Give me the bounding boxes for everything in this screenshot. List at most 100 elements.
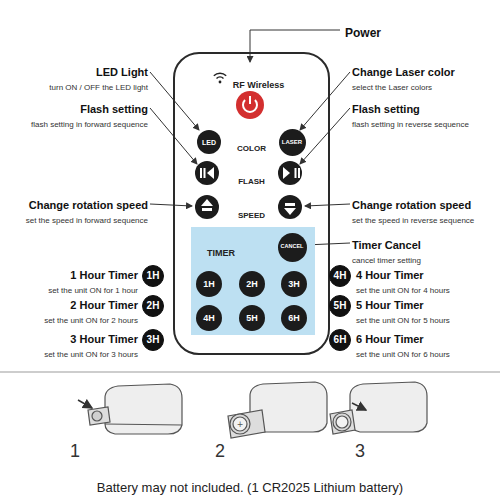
button-label: 5H xyxy=(334,301,347,311)
callout-description: set the speed in reverse sequence xyxy=(352,216,474,225)
text-holder: cancel timer setting xyxy=(352,249,421,267)
callout-description: flash setting in reverse sequence xyxy=(352,120,469,129)
text-holder: Change Laser color xyxy=(352,62,455,80)
timer-badge: 5H xyxy=(329,295,351,317)
remote-button: 2H xyxy=(239,271,265,297)
wifi-icon xyxy=(214,73,226,83)
callout-description: set the unit ON for 5 hours xyxy=(356,316,450,325)
button-label: 3H xyxy=(288,280,300,289)
callout-description: select the Laser colors xyxy=(352,83,432,92)
text-holder: LED Light xyxy=(96,62,148,80)
remote-body: RF WirelessCOLOR FLASH SPEED LED LASER TIMER C… xyxy=(173,52,330,355)
callout-description: set the unit ON for 1 hour xyxy=(48,286,138,295)
timer-badge: 3H xyxy=(142,329,164,351)
text-holder: flash setting in forward sequence xyxy=(31,113,148,131)
callout-title: Flash setting xyxy=(352,103,420,115)
callout-description: cancel timer setting xyxy=(352,256,421,265)
callout-title: 3 Hour Timer xyxy=(70,333,138,345)
text-holder: Change rotation speed xyxy=(29,195,148,213)
text-holder: 1 xyxy=(70,441,80,462)
speed-buttons xyxy=(195,195,302,219)
step-number: 1 xyxy=(70,441,80,461)
text-holder: Timer Cancel xyxy=(352,235,421,253)
callout-description: set the unit ON for 4 hours xyxy=(356,286,450,295)
text-holder: set the unit ON for 4 hours xyxy=(356,279,450,297)
callout-description: turn ON / OFF the LED light xyxy=(49,83,148,92)
callout-title: Flash setting xyxy=(80,103,148,115)
text-holder: Power xyxy=(345,23,381,41)
button-label: 1H xyxy=(147,271,160,281)
remote-button: 3H xyxy=(281,271,307,297)
text-holder: Flash setting xyxy=(352,99,420,117)
text-holder: set the unit ON for 2 hours xyxy=(44,309,138,327)
text-holder: set the unit ON for 6 hours xyxy=(356,343,450,361)
remote-button: 5H xyxy=(239,305,265,331)
text-holder: SPEED xyxy=(175,204,328,222)
battery-note: Battery may not included. (1 CR2025 Lith… xyxy=(97,480,403,495)
button-label: 5H xyxy=(246,314,258,323)
text-holder: FLASH xyxy=(175,170,328,188)
button-label: 6H xyxy=(288,314,300,323)
callout-title: Power xyxy=(345,26,381,40)
callout-description: set the unit ON for 2 hours xyxy=(44,316,138,325)
callout-description: set the unit ON for 3 hours xyxy=(44,350,138,359)
callout-title: Change rotation speed xyxy=(29,199,148,211)
button-label: 2H xyxy=(246,280,258,289)
callout-title: LED Light xyxy=(96,66,148,78)
flash-buttons xyxy=(195,161,302,185)
leader-lines xyxy=(150,30,350,245)
remote-button: 6H xyxy=(281,305,307,331)
button-group-label: FLASH xyxy=(238,177,265,186)
remote-button: LASER xyxy=(279,129,306,156)
step-number: 3 xyxy=(355,441,365,461)
button-label: LASER xyxy=(282,139,302,145)
text-holder: 3 xyxy=(355,441,365,462)
button-label: LED xyxy=(202,139,216,146)
battery-step-2: + xyxy=(228,382,327,438)
timer-badge: 4H xyxy=(329,265,351,287)
step-number: 2 xyxy=(215,441,225,461)
callout-title: 6 Hour Timer xyxy=(356,333,424,345)
timer-panel: TIMER CANCEL 1H 2H 3H 4H 5H 6H xyxy=(191,227,315,335)
text-holder: 5 Hour Timer xyxy=(356,295,424,313)
text-holder: 2 Hour Timer xyxy=(70,295,138,313)
battery-step-1 xyxy=(78,384,182,434)
callout-title: 1 Hour Timer xyxy=(70,269,138,281)
panel-heading: TIMER xyxy=(207,248,235,258)
text-holder: set the speed in reverse sequence xyxy=(352,209,474,227)
remote-button: CANCEL xyxy=(278,233,307,262)
button-label: 2H xyxy=(147,301,160,311)
text-holder: 6 Hour Timer xyxy=(356,329,424,347)
callout-title: 2 Hour Timer xyxy=(70,299,138,311)
text-holder: flash setting in reverse sequence xyxy=(352,113,469,131)
text-holder: 2 xyxy=(215,441,225,462)
text-holder: 3 Hour Timer xyxy=(70,329,138,347)
text-holder: 1 Hour Timer xyxy=(70,265,138,283)
button-label: CANCEL xyxy=(281,244,304,250)
svg-text:+: + xyxy=(237,420,244,429)
brand-label: RF Wireless xyxy=(233,80,284,90)
text-holder: TIMER xyxy=(207,242,235,260)
button-label: 1H xyxy=(203,280,215,289)
timer-badge: 6H xyxy=(329,329,351,351)
button-label: 6H xyxy=(334,335,347,345)
callout-title: Change Laser color xyxy=(352,66,455,78)
callout-title: 4 Hour Timer xyxy=(356,269,424,281)
button-group-label: SPEED xyxy=(238,211,265,220)
text-holder: Battery may not included. (1 CR2025 Lith… xyxy=(0,478,500,496)
button-group-label: COLOR xyxy=(237,144,266,153)
callout-title: Timer Cancel xyxy=(352,239,421,251)
text-holder: set the unit ON for 3 hours xyxy=(44,343,138,361)
text-holder: Change rotation speed xyxy=(352,195,471,213)
button-label: 4H xyxy=(203,314,215,323)
button-label: 3H xyxy=(147,335,160,345)
power-button xyxy=(236,91,264,119)
text-holder: select the Laser colors xyxy=(352,76,432,94)
callout-description: flash setting in forward sequence xyxy=(31,120,148,129)
callout-description: set the unit ON for 6 hours xyxy=(356,350,450,359)
remote-button: 4H xyxy=(196,305,222,331)
timer-badge: 2H xyxy=(142,295,164,317)
text-holder: 4 Hour Timer xyxy=(356,265,424,283)
text-holder: set the unit ON for 5 hours xyxy=(356,309,450,327)
text-holder: set the speed in forward sequence xyxy=(26,209,148,227)
